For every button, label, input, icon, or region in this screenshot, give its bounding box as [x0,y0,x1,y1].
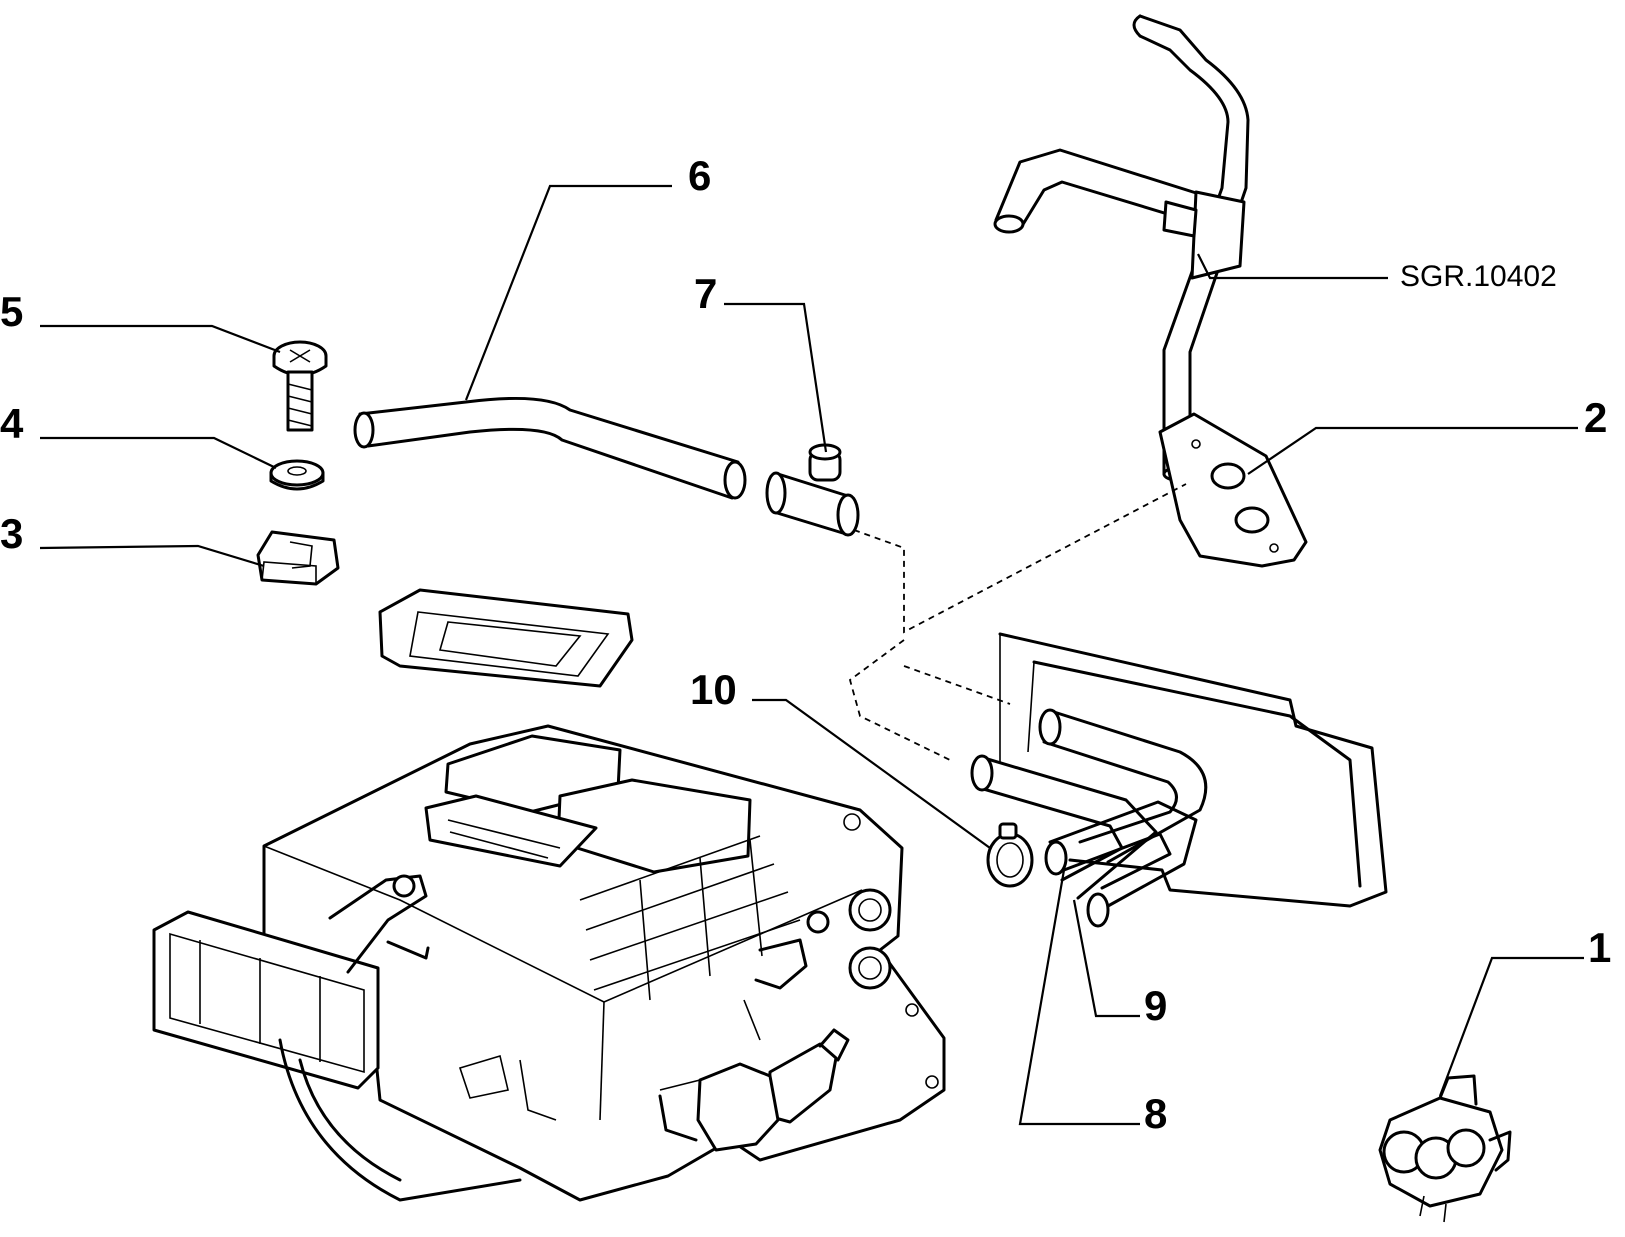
callout-3: 3 [0,510,23,557]
callout-6: 6 [688,152,711,199]
callout-4: 4 [0,400,24,447]
callout-1: 1 [1588,924,1611,971]
callout-labels: 5 4 3 6 7 10 9 8 1 2 SGR.10402 [0,152,1611,1137]
part-4-washer [269,459,325,491]
leader-5 [40,324,281,354]
callout-7: 7 [694,270,717,317]
callout-2: 2 [1584,394,1607,441]
heater-core-frame [998,632,1388,908]
callout-10: 10 [690,666,737,713]
leader-3 [39,544,265,568]
upper-hose-assembly [993,14,1250,482]
part-3-clip [256,530,340,586]
leader-10 [752,698,991,849]
part-6-hose [353,396,747,500]
leader-2 [1247,426,1578,475]
parts-8-9-heater-pipes [970,708,1208,928]
leader-lines [39,184,1584,1126]
heater-box-assembly [152,588,946,1202]
leader-9 [1072,899,1140,1018]
part-10-hose-clamp [986,822,1034,888]
part-5-screw [272,340,328,432]
reference-code: SGR.10402 [1400,260,1557,293]
part-7-tee-fitting [765,443,860,537]
leader-1 [1438,956,1584,1097]
leader-6 [464,184,672,401]
assembly-guides [848,483,1187,761]
part-2-gasket-plate [1158,412,1308,568]
leader-4 [40,436,277,469]
callout-8: 8 [1144,1090,1167,1137]
leader-8 [1018,869,1140,1126]
part-1-connector-clip [1378,1074,1512,1223]
leader-ref [1197,253,1388,280]
leader-7 [724,302,828,453]
callout-9: 9 [1144,982,1167,1029]
callout-5: 5 [0,288,23,335]
